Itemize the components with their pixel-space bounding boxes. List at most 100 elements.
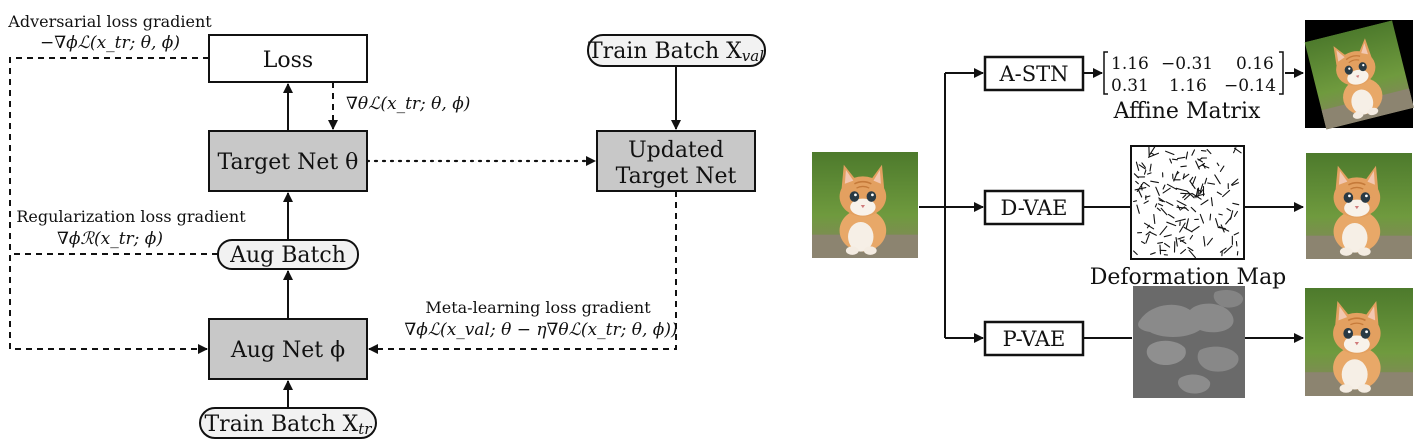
deformation-stroke: [1183, 193, 1192, 201]
astn-output-image: [1304, 20, 1415, 130]
aug-net-box: [208, 318, 368, 380]
deformation-stroke: [1204, 177, 1208, 185]
deformation-stroke: [1187, 246, 1194, 252]
deformation-stroke: [1157, 203, 1164, 207]
deformation-stroke: [1175, 187, 1187, 192]
dvae-label: D-VAE: [1000, 196, 1067, 220]
deformation-stroke: [1218, 226, 1230, 232]
deformation-stroke: [1216, 191, 1222, 196]
input-kitten-image: [811, 152, 919, 258]
deformation-stroke: [1176, 206, 1187, 209]
deformation-stroke: [1226, 208, 1232, 212]
deformation-stroke: [1133, 250, 1138, 256]
deformation-stroke: [1191, 225, 1200, 232]
deformation-stroke: [1162, 184, 1166, 190]
deformation-stroke: [1163, 234, 1172, 238]
astn-label: A-STN: [998, 62, 1068, 86]
deformation-stroke: [1180, 192, 1191, 195]
deformation-stroke: [1231, 182, 1240, 186]
deformation-stroke: [1169, 158, 1173, 164]
deformation-stroke: [1154, 203, 1158, 208]
deformation-stroke: [1143, 200, 1149, 204]
deformation-stroke: [1147, 152, 1160, 158]
deformation-stroke: [1162, 187, 1171, 194]
updated-target-net-label-line2: Target Net: [616, 164, 737, 189]
deformation-stroke: [1207, 182, 1216, 185]
deformation-stroke: [1166, 183, 1178, 190]
deformation-stroke: [1135, 180, 1139, 185]
deformation-map: [1130, 145, 1245, 260]
regularization-formula: ∇ϕℛ(x_tr; ϕ): [57, 229, 163, 249]
target-gradient-formula: ∇θℒ(x_tr; θ, ϕ): [346, 94, 470, 114]
deformation-stroke: [1199, 183, 1204, 195]
regularization-title: Regularization loss gradient: [16, 207, 246, 226]
arrow-adversarial-loop: [9, 57, 209, 354]
deformation-stroke: [1190, 206, 1197, 213]
deformation-stroke: [1167, 213, 1175, 219]
deformation-stroke: [1206, 148, 1212, 155]
deformation-stroke: [1191, 149, 1196, 156]
deformation-stroke: [1233, 147, 1242, 154]
deformation-stroke: [1164, 242, 1171, 248]
deformation-stroke: [1185, 151, 1189, 160]
deformation-stroke: [1145, 233, 1150, 244]
deformation-stroke: [1136, 204, 1140, 214]
deformation-stroke: [1146, 172, 1152, 175]
deformation-stroke: [1137, 189, 1143, 198]
deformation-stroke: [1175, 236, 1178, 247]
deformation-stroke: [1143, 169, 1147, 175]
deformation-stroke: [1233, 210, 1238, 217]
deformation-stroke: [1194, 193, 1205, 198]
perturbation-map: [1133, 286, 1245, 398]
deformation-stroke: [1182, 173, 1185, 180]
updated-target-net-label-line1: Updated: [628, 138, 724, 163]
matrix-cell: 1.16: [1169, 76, 1207, 96]
deformation-stroke: [1219, 247, 1227, 253]
adversarial-title: Adversarial loss gradient: [7, 12, 212, 31]
deformation-stroke: [1232, 202, 1240, 206]
deformation-stroke: [1225, 216, 1232, 225]
deformation-stroke: [1223, 245, 1233, 254]
deformation-stroke: [1233, 232, 1240, 236]
deformation-stroke: [1156, 207, 1161, 212]
deformation-stroke: [1189, 176, 1194, 182]
target-net-box: [208, 130, 368, 192]
adversarial-formula: −∇ϕℒ(x_tr; θ, ϕ): [40, 33, 180, 53]
arrow-meta-loop: [368, 191, 677, 354]
deformation-caption: Deformation Map: [1090, 265, 1287, 290]
deformation-stroke: [1158, 199, 1164, 203]
deformation-stroke: [1149, 163, 1152, 172]
meta-title: Meta-learning loss gradient: [425, 298, 651, 317]
deformation-stroke: [1175, 218, 1186, 223]
aug-net-label: Aug Net ϕ: [230, 338, 345, 363]
deformation-stroke: [1179, 239, 1187, 244]
deformation-stroke: [1202, 163, 1206, 169]
deformation-stroke: [1199, 213, 1205, 224]
dvae-output-image: [1305, 153, 1413, 259]
deformation-stroke: [1160, 207, 1168, 216]
matrix-cell: −0.14: [1224, 76, 1276, 96]
deformation-stroke: [1143, 222, 1155, 230]
deformation-stroke: [1220, 224, 1225, 233]
deformation-stroke: [1148, 231, 1157, 236]
deformation-stroke: [1179, 239, 1185, 242]
deformation-stroke: [1183, 226, 1193, 233]
deformation-stroke: [1159, 225, 1168, 236]
deformation-stroke: [1235, 241, 1238, 247]
deformation-stroke: [1136, 181, 1144, 192]
affine-caption: Affine Matrix: [1113, 99, 1261, 124]
deformation-stroke: [1199, 189, 1204, 194]
deformation-stroke: [1150, 152, 1155, 156]
deformation-stroke: [1215, 218, 1219, 228]
deformation-stroke: [1180, 165, 1187, 168]
deformation-stroke: [1143, 182, 1150, 187]
deformation-stroke: [1219, 165, 1225, 172]
affine-matrix: 1.16 −0.31 0.16 0.31 1.16 −0.14: [1103, 51, 1284, 96]
deformation-stroke: [1214, 174, 1221, 185]
loss-label: Loss: [263, 48, 313, 73]
deformation-stroke: [1149, 145, 1157, 156]
deformation-stroke: [1200, 199, 1209, 206]
matrix-cell: 0.16: [1236, 54, 1274, 74]
deformation-stroke: [1153, 214, 1156, 225]
